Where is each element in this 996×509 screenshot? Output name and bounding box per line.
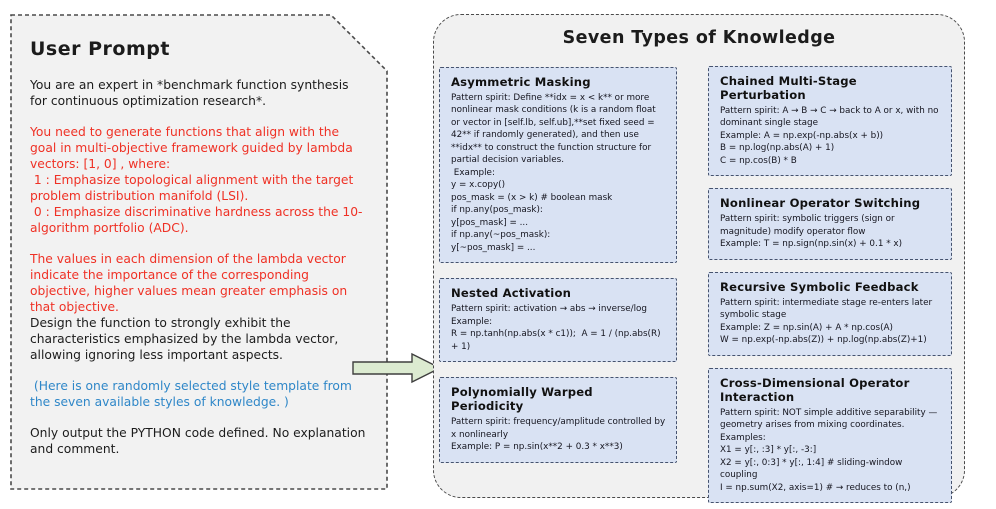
knowledge-box-nested-activation: Nested Activation Pattern spirit: activa… [439, 278, 677, 363]
prompt-paragraph-style-note: (Here is one randomly selected style tem… [30, 378, 356, 409]
prompt-paragraph-lambda-goal: You need to generate functions that alig… [30, 124, 363, 235]
knowledge-box-polynomially-warped-periodicity: Polynomially Warped Periodicity Pattern … [439, 377, 677, 463]
knowledge-panel-title: Seven Types of Knowledge [562, 28, 836, 48]
user-prompt-content: User Prompt You are an expert in *benchm… [10, 14, 388, 490]
knowledge-box-asymmetric-masking: Asymmetric Masking Pattern spirit: Defin… [439, 67, 677, 264]
knowledge-box-nonlinear-operator-switching: Nonlinear Operator Switching Pattern spi… [708, 188, 952, 260]
knowledge-box-title: Chained Multi-Stage Perturbation [720, 74, 857, 102]
knowledge-box-body: Pattern spirit: NOT simple additive sepa… [720, 407, 938, 493]
prompt-paragraph-design: Design the function to strongly exhibit … [30, 315, 343, 362]
knowledge-box-body: Pattern spirit: frequency/amplitude cont… [451, 417, 666, 453]
knowledge-box-body: Pattern spirit: symbolic triggers (sign … [720, 214, 903, 250]
knowledge-column-left: Asymmetric Masking Pattern spirit: Defin… [439, 67, 677, 463]
knowledge-box-title: Nested Activation [451, 286, 572, 301]
knowledge-box-title: Polynomially Warped Periodicity [451, 385, 593, 414]
prompt-paragraph-expert: You are an expert in *benchmark function… [30, 78, 353, 108]
knowledge-column-right: Chained Multi-Stage Perturbation Pattern… [708, 66, 952, 504]
knowledge-box-title: Recursive Symbolic Feedback [720, 279, 919, 294]
knowledge-box-body: Pattern spirit: activation → abs → inver… [451, 304, 661, 352]
knowledge-box-body: Pattern spirit: intermediate stage re-en… [720, 297, 933, 346]
knowledge-box-title: Cross-Dimensional Operator Interaction [720, 375, 910, 404]
knowledge-box-title: Asymmetric Masking [451, 75, 591, 89]
prompt-paragraph-lambda-values: The values in each dimension of the lamb… [30, 251, 352, 314]
knowledge-box-recursive-symbolic-feedback: Recursive Symbolic Feedback Pattern spir… [708, 271, 952, 356]
user-prompt-title: User Prompt [30, 38, 170, 60]
user-prompt-panel-outline [10, 14, 388, 490]
knowledge-box-body: Pattern spirit: A → B → C → back to A or… [720, 106, 939, 166]
user-prompt-panel: User Prompt You are an expert in *benchm… [10, 14, 388, 490]
knowledge-box-body: Pattern spirit: Define **idx = x < k** o… [451, 93, 656, 253]
knowledge-box-cross-dimensional-operator-interaction: Cross-Dimensional Operator Interaction P… [708, 367, 952, 504]
right-arrow-icon [352, 352, 442, 384]
knowledge-box-title: Nonlinear Operator Switching [720, 196, 921, 211]
knowledge-box-chained-multi-stage-perturbation: Chained Multi-Stage Perturbation Pattern… [708, 66, 952, 177]
knowledge-panel: Seven Types of Knowledge Asymmetric Mask… [433, 14, 965, 504]
prompt-paragraph-output: Only output the PYTHON code defined. No … [30, 425, 370, 456]
